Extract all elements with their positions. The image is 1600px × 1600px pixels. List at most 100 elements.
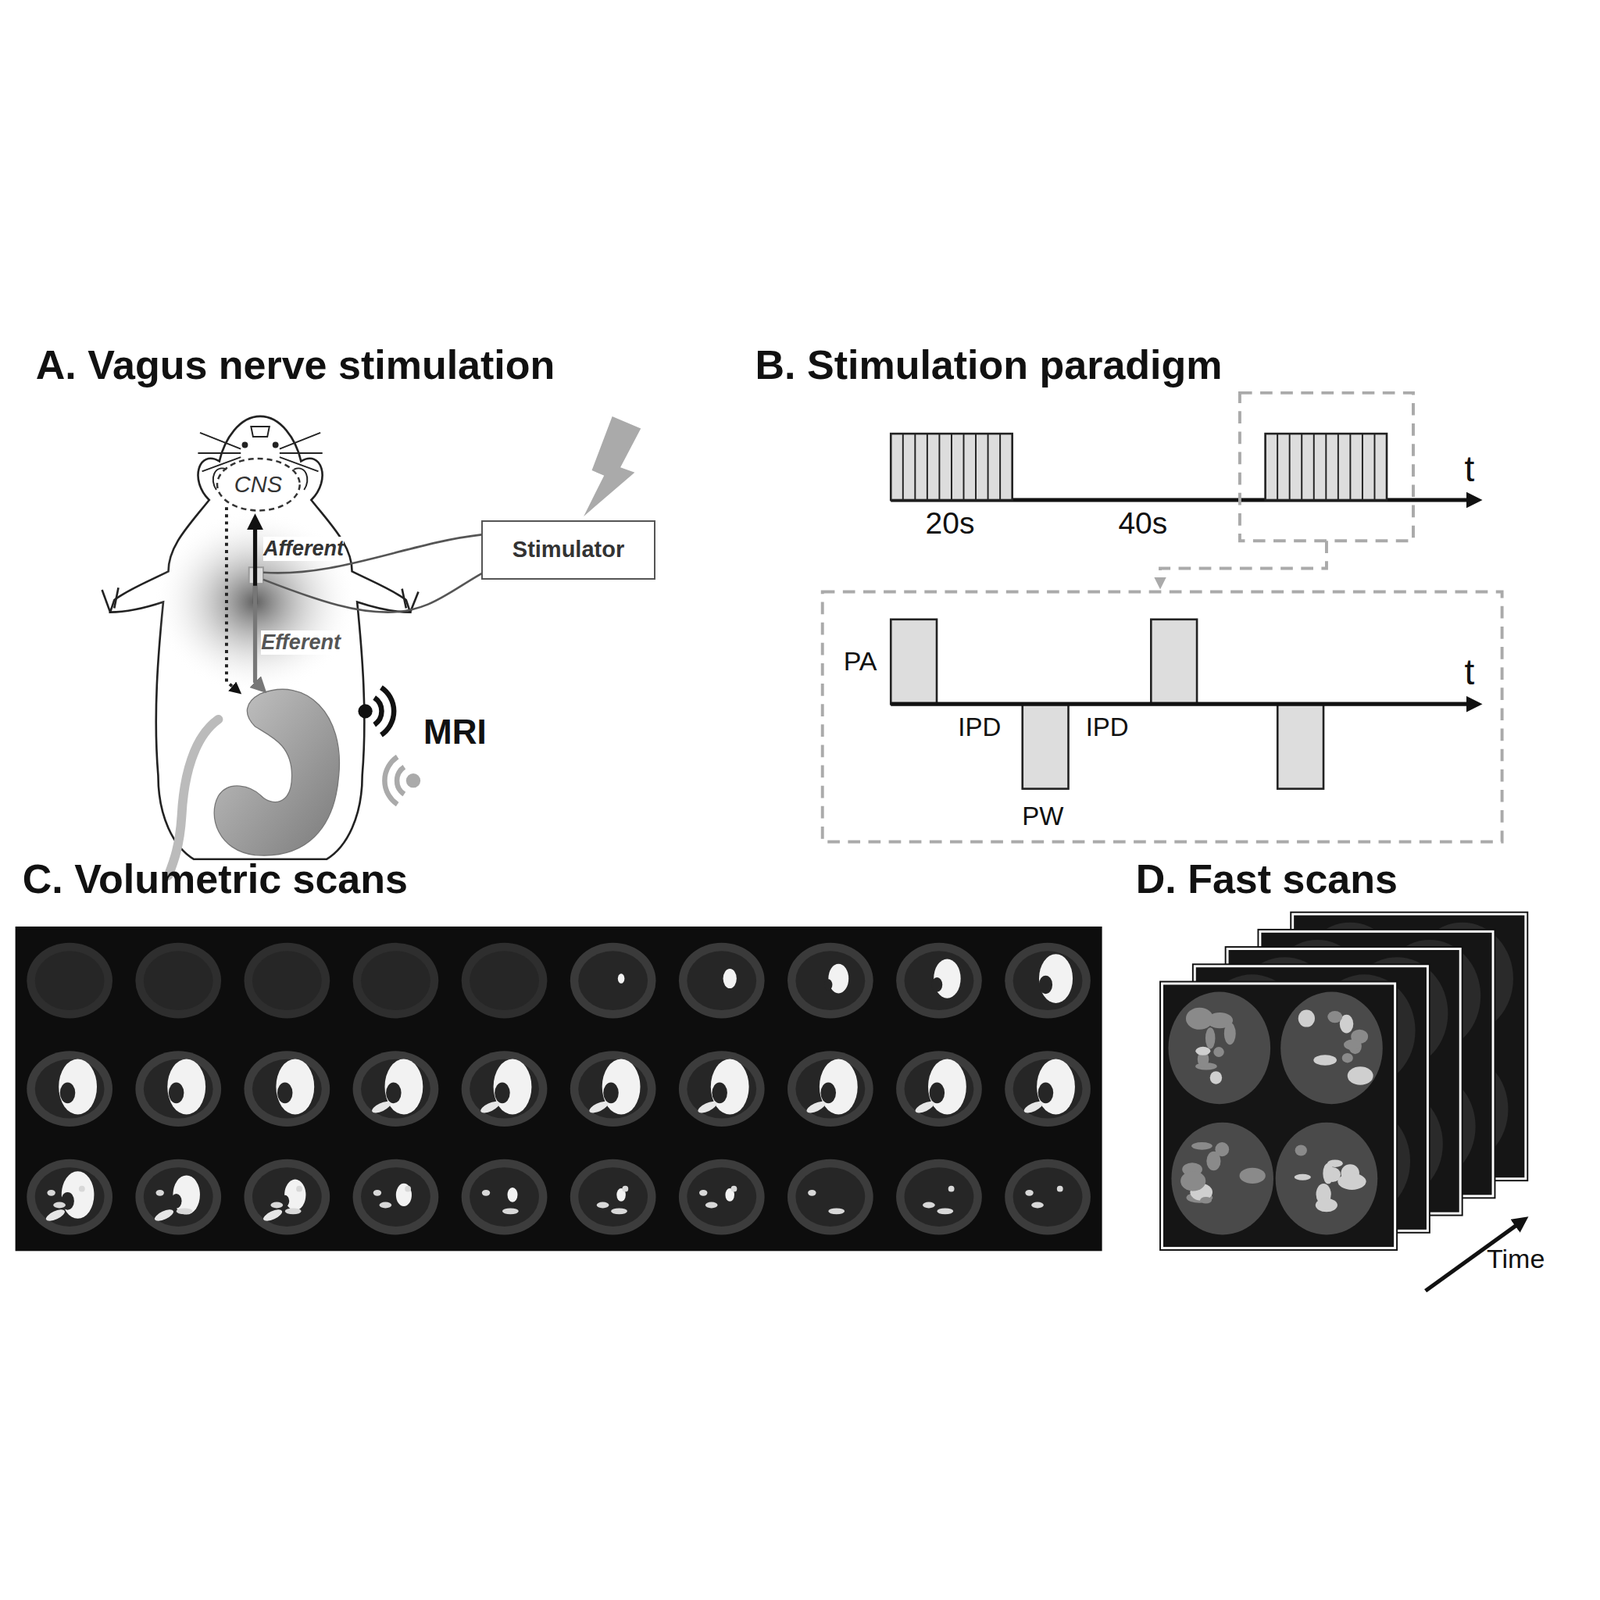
pulse-line xyxy=(999,433,1001,500)
mri-slice xyxy=(26,1050,113,1127)
rat-illustration xyxy=(102,416,642,876)
scan-texture xyxy=(1295,1144,1308,1156)
body-inner xyxy=(252,950,322,1011)
eye xyxy=(242,442,249,449)
body-inner xyxy=(904,950,975,1011)
whisker xyxy=(279,432,321,450)
signal-wave xyxy=(381,687,394,736)
cns-ellipse: CNS xyxy=(215,457,302,513)
intestine-signal xyxy=(78,1185,86,1193)
scan-background xyxy=(15,926,1103,1251)
body-section xyxy=(461,1050,548,1127)
pulse-line xyxy=(1337,433,1340,500)
intestine-signal xyxy=(914,1099,936,1116)
body-inner xyxy=(795,1059,865,1119)
body-inner xyxy=(469,950,540,1011)
stomach-signal xyxy=(384,1058,423,1115)
intestine-signal xyxy=(1057,1185,1064,1193)
pulse-line xyxy=(1325,433,1327,500)
stomach xyxy=(214,689,340,856)
intestine xyxy=(168,719,219,876)
scan-texture xyxy=(1205,1027,1216,1049)
ear-line xyxy=(213,468,227,490)
biphasic-pulse xyxy=(1277,703,1324,789)
mri-slice xyxy=(678,1050,765,1127)
body-section xyxy=(570,942,657,1019)
stomach-signal xyxy=(396,1183,412,1207)
intestine-signal xyxy=(621,1185,629,1193)
axis-label: Time xyxy=(1486,1243,1545,1275)
body-inner xyxy=(360,950,431,1011)
wire xyxy=(263,534,483,573)
stomach-signal xyxy=(617,973,625,984)
body-inner xyxy=(143,1059,214,1119)
body-inner xyxy=(578,1167,648,1227)
scan-texture xyxy=(1191,1142,1213,1150)
mri-slice xyxy=(353,1159,440,1236)
mri-slice xyxy=(26,1159,113,1236)
scan-texture xyxy=(1298,1010,1315,1028)
body-section xyxy=(243,1159,330,1236)
body-inner xyxy=(686,1167,757,1227)
body-inner xyxy=(35,950,105,1011)
intestine-signal xyxy=(478,1099,501,1116)
mri-slice xyxy=(461,1159,548,1236)
body-inner xyxy=(35,1059,105,1119)
scan-texture xyxy=(1294,1174,1311,1181)
intestine-signal xyxy=(261,1207,284,1224)
mri-slice xyxy=(570,1050,657,1127)
mri-slice xyxy=(243,942,330,1019)
axis-label: t xyxy=(1464,651,1475,693)
body-section xyxy=(243,942,330,1019)
time-axis xyxy=(890,702,1478,707)
body-section xyxy=(678,1050,765,1127)
intestine-signal xyxy=(373,1189,382,1197)
stomach-notch xyxy=(385,1082,402,1104)
mri-slice xyxy=(353,1050,440,1127)
stomach-signal xyxy=(167,1058,206,1115)
intestine-signal xyxy=(53,1202,66,1209)
stomach-signal xyxy=(602,1058,641,1115)
mri-slice xyxy=(570,1159,657,1236)
stomach-signal xyxy=(58,1058,97,1115)
body-section xyxy=(353,942,440,1019)
duration-label: 20s xyxy=(925,506,975,542)
mri-slice xyxy=(1004,1050,1091,1127)
intestine-signal xyxy=(596,1202,610,1209)
stomach-signal xyxy=(61,1171,95,1219)
body-section xyxy=(678,1159,765,1236)
body-inner xyxy=(35,1167,105,1227)
pulse-line xyxy=(1300,433,1303,500)
intestine-signal xyxy=(156,1189,165,1197)
pulse-line xyxy=(987,433,990,500)
panel-title: D. Fast scans xyxy=(1135,856,1398,904)
body-inner xyxy=(795,1167,865,1227)
body-inner xyxy=(469,1167,540,1227)
body-section xyxy=(1004,942,1091,1019)
body-inner xyxy=(1013,950,1083,1011)
body-section xyxy=(570,1050,657,1127)
pathway-label: Afferent xyxy=(263,536,344,561)
stomach-signal xyxy=(723,968,737,989)
intestine-signal xyxy=(502,1207,519,1215)
body-inner xyxy=(686,1059,757,1119)
intestine-signal xyxy=(44,1207,67,1224)
stomach-signal xyxy=(710,1058,750,1115)
intestine-signal xyxy=(1025,1189,1033,1197)
intestine-signal xyxy=(153,1207,175,1224)
scan-texture xyxy=(1239,1167,1266,1184)
pulse-line xyxy=(1361,433,1364,500)
intestine-signal xyxy=(285,1207,302,1215)
scan-frame xyxy=(1163,984,1394,1247)
stomach-signal xyxy=(275,1058,315,1115)
scan-texture xyxy=(1206,1151,1221,1171)
whisker xyxy=(202,457,242,472)
stomach-notch xyxy=(929,1082,946,1104)
mri-slice xyxy=(570,942,657,1019)
pulse-line xyxy=(1349,433,1351,500)
mri-slice xyxy=(1004,942,1091,1019)
mri-slice xyxy=(135,942,222,1019)
mri-slice xyxy=(353,942,440,1019)
intestine-signal xyxy=(296,1185,303,1193)
pathway-label: Efferent xyxy=(260,630,341,655)
